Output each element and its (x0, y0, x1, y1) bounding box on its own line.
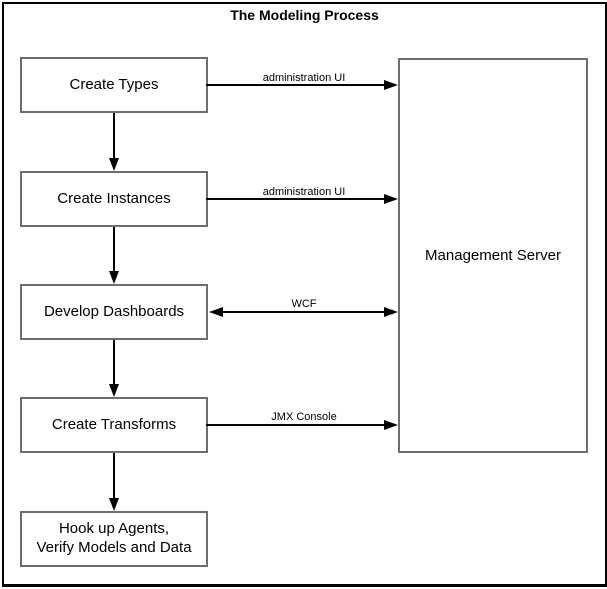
step-box-develop-dashboards: Develop Dashboards (20, 284, 208, 340)
connection-label-wcf: WCF (291, 298, 317, 310)
step-box-create-types: Create Types (20, 57, 208, 113)
connection-label-jmx-console: JMX Console (271, 411, 337, 423)
management-server-box: Management Server (398, 58, 588, 453)
diagram-title: The Modeling Process (230, 7, 379, 23)
arrow-instances-to-dashboards-icon (109, 227, 119, 284)
connection-label-administration-ui-1: administration UI (262, 72, 346, 84)
step-box-create-transforms: Create Transforms (20, 397, 208, 453)
arrow-types-to-instances-icon (109, 113, 119, 171)
step-box-create-instances: Create Instances (20, 171, 208, 227)
connection-label-administration-ui-2: administration UI (262, 186, 346, 198)
arrow-dashboards-to-transforms-icon (109, 340, 119, 397)
step-box-hook-up-agents: Hook up Agents, Verify Models and Data (20, 511, 208, 567)
arrow-transforms-to-agents-icon (109, 453, 119, 511)
